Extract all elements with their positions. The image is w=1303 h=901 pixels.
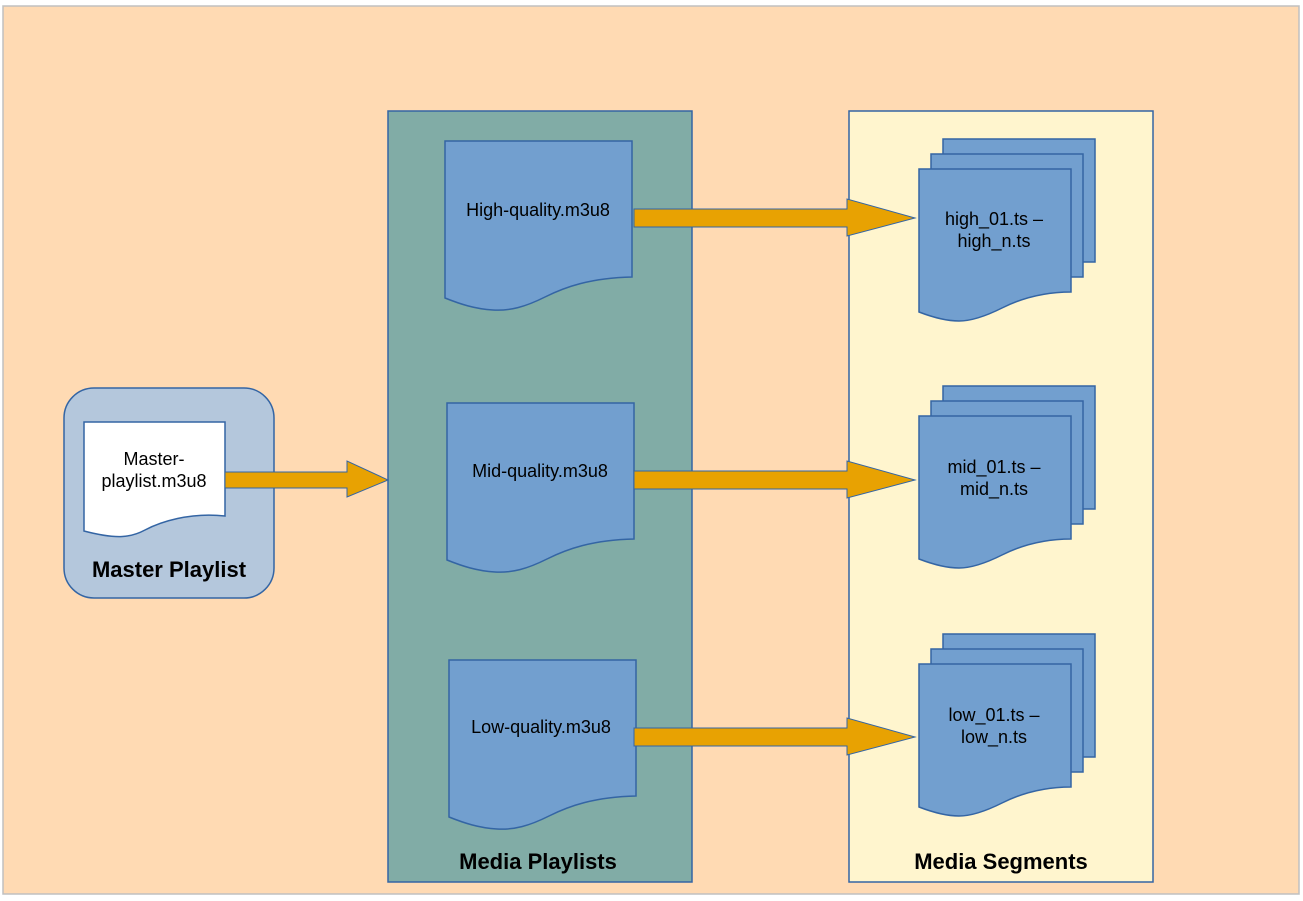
segments-label-low-line1: low_01.ts –: [948, 705, 1039, 726]
arrow-master-to-playlists: [224, 460, 390, 498]
master-playlist-title: Master Playlist: [92, 557, 247, 582]
segments-label-mid-line2: mid_n.ts: [960, 479, 1028, 500]
playlist-doc-high: [444, 140, 633, 311]
playlist-label-mid: Mid-quality.m3u8: [472, 461, 608, 481]
playlist-doc-low: [448, 659, 637, 830]
playlist-doc-mid: [446, 402, 635, 573]
segments-stack-high: [918, 138, 1096, 322]
master-doc-label-line1: Master-: [123, 449, 184, 469]
media-playlists-title: Media Playlists: [459, 849, 617, 874]
master-doc-label-line2: playlist.m3u8: [101, 471, 206, 491]
segments-label-high-line1: high_01.ts –: [945, 209, 1043, 230]
arrow-low-to-segments: [633, 717, 917, 756]
media-segments-title: Media Segments: [914, 849, 1088, 874]
arrow-mid-to-segments: [633, 460, 917, 499]
segments-stack-low: [918, 633, 1096, 817]
arrow-high-to-segments: [633, 198, 917, 237]
segments-label-low-line2: low_n.ts: [961, 727, 1027, 748]
segments-label-mid-line1: mid_01.ts –: [947, 457, 1040, 478]
playlist-label-high: High-quality.m3u8: [466, 200, 610, 220]
playlist-label-low: Low-quality.m3u8: [471, 717, 611, 737]
master-playlist-doc: [83, 421, 226, 538]
segments-stack-mid: [918, 385, 1096, 569]
segments-label-high-line2: high_n.ts: [957, 231, 1030, 252]
